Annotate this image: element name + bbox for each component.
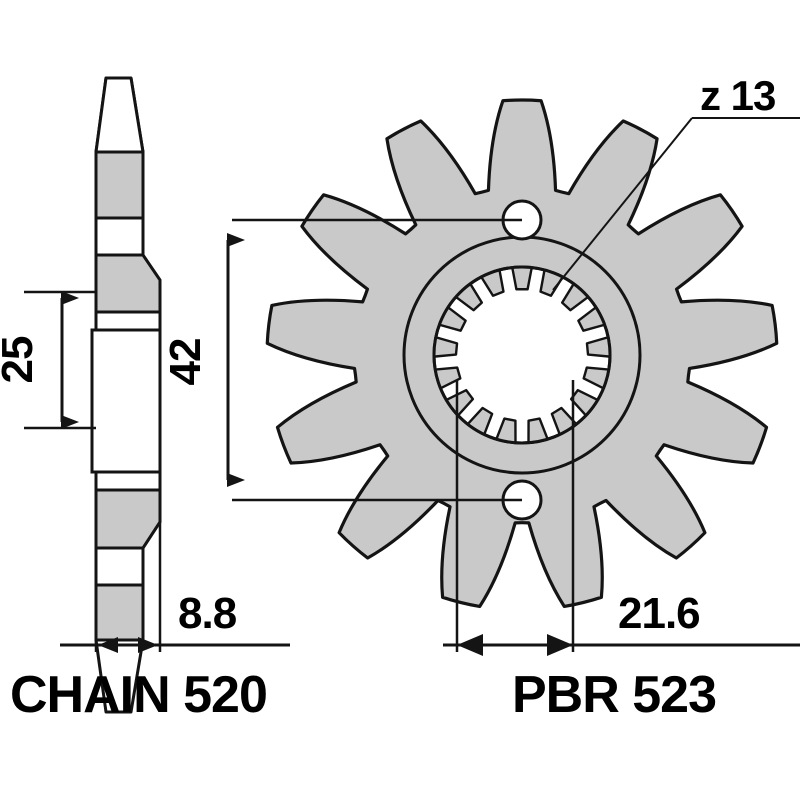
dimension-42-label: 42 bbox=[161, 339, 210, 386]
dim-21-6-arrow-left bbox=[457, 634, 483, 656]
spline-tooth bbox=[511, 265, 533, 291]
part-number-label: PBR 523 bbox=[512, 666, 716, 724]
dimension-8-8: 8.8 bbox=[60, 492, 290, 653]
side-band-white-lower bbox=[94, 546, 145, 587]
dimension-8-8-label: 8.8 bbox=[178, 589, 237, 638]
dim-8-8-arrow-left bbox=[98, 637, 118, 653]
dim-21-6-arrow-right bbox=[547, 634, 573, 656]
callout-z13: z 13 bbox=[552, 72, 800, 291]
dim-8-8-arrow-right bbox=[138, 637, 158, 653]
side-strip-white-lower bbox=[94, 470, 162, 492]
side-band-gray-lower-outer bbox=[94, 583, 145, 642]
dimension-21-6: 21.6 bbox=[443, 380, 800, 656]
side-section-view bbox=[90, 76, 162, 714]
front-face-view bbox=[265, 98, 779, 609]
dimension-42: 42 bbox=[161, 218, 522, 502]
side-central-web bbox=[90, 328, 162, 474]
side-band-gray-lower-hub bbox=[94, 488, 162, 550]
side-tooth-taper-top bbox=[94, 76, 145, 154]
bore-circle bbox=[432, 265, 612, 445]
z13-leader-diagonal bbox=[552, 117, 693, 291]
callout-z13-label: z 13 bbox=[700, 72, 775, 119]
chain-label: CHAIN 520 bbox=[10, 666, 267, 724]
side-band-white-upper bbox=[94, 216, 145, 257]
side-band-gray-upper-outer bbox=[94, 150, 145, 220]
dimension-25-label: 25 bbox=[0, 336, 42, 383]
side-strip-white-upper bbox=[94, 310, 162, 332]
dimension-25: 25 bbox=[0, 290, 96, 430]
side-tooth-taper-bottom bbox=[94, 638, 145, 714]
side-band-gray-upper-hub bbox=[94, 253, 162, 314]
dimension-21-6-label: 21.6 bbox=[618, 589, 700, 638]
